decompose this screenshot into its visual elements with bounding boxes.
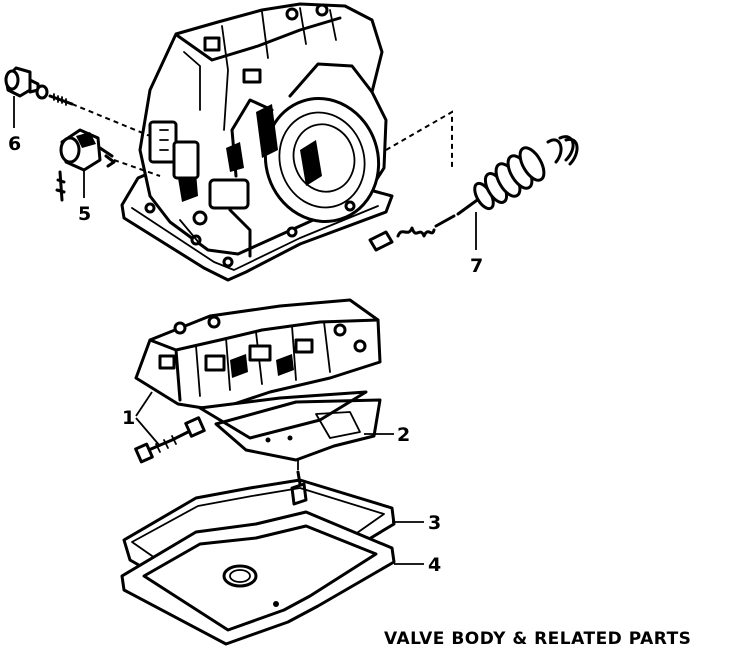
callout-7-label: 7 bbox=[470, 255, 483, 277]
part-7-guide-line bbox=[385, 110, 453, 168]
callout-3-label: 3 bbox=[428, 512, 441, 534]
part-7-spring-assembly bbox=[368, 135, 579, 252]
callout-1: 1 bbox=[122, 391, 161, 447]
part-4-oil-pan bbox=[120, 510, 396, 646]
part-5-solenoid bbox=[55, 128, 116, 202]
callout-3: 3 bbox=[392, 512, 441, 534]
callout-4-label: 4 bbox=[428, 554, 441, 576]
callout-7: 7 bbox=[470, 212, 483, 277]
transaxle-housing bbox=[120, 2, 394, 282]
valve-body bbox=[134, 298, 382, 464]
diagram-caption: VALVE BODY & RELATED PARTS bbox=[384, 629, 691, 649]
callout-6-label: 6 bbox=[8, 133, 21, 155]
callout-2-label: 2 bbox=[397, 424, 410, 446]
callout-5: 5 bbox=[78, 170, 91, 225]
part-2-gasket bbox=[214, 398, 382, 462]
part-5-guide-line bbox=[113, 159, 161, 177]
callout-1-label: 1 bbox=[122, 407, 135, 429]
callout-5-label: 5 bbox=[78, 203, 91, 225]
callout-6: 6 bbox=[8, 96, 21, 155]
callout-2: 2 bbox=[364, 424, 410, 446]
callout-4: 4 bbox=[394, 554, 441, 576]
part-6-sensor bbox=[4, 66, 74, 106]
